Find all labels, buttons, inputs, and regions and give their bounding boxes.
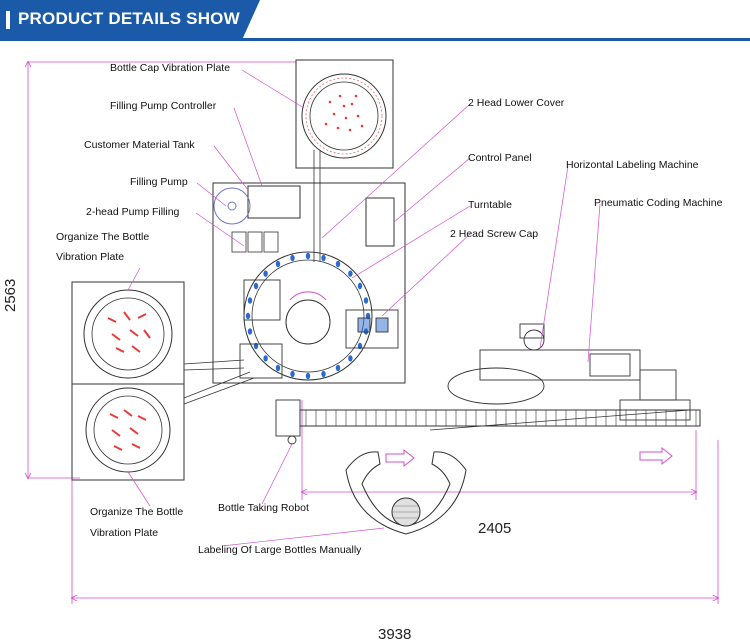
height-dimension-label: 2563 xyxy=(2,278,19,312)
label-organize-bottom-line1: Organize The Bottle xyxy=(90,506,184,518)
screw-cap-unit xyxy=(345,309,399,349)
machine-layout-diagram: 2563 2405 3938 Bottle Cap Vibration Plat… xyxy=(0,44,750,643)
label-labeling-machine: Horizontal Labeling Machine xyxy=(566,159,699,171)
turntable-pocket xyxy=(305,252,311,260)
top-bottle-plate xyxy=(83,289,173,379)
label-manual-labeling: Labeling Of Large Bottles Manually xyxy=(198,544,362,556)
turntable-pocket xyxy=(363,297,369,304)
label-organize-bottom-line2: Vibration Plate xyxy=(90,527,159,539)
label-organize-top-line1: Organize The Bottle xyxy=(56,231,150,243)
flow-arrows xyxy=(385,446,673,468)
header-underline xyxy=(0,38,750,41)
cap-plate-housing xyxy=(295,59,394,169)
turntable-pocket xyxy=(263,355,268,362)
label-material-tank: Customer Material Tank xyxy=(84,139,195,151)
header-bar-icon xyxy=(6,11,10,29)
cap-vibration-bowl xyxy=(301,73,387,159)
turntable-pocket xyxy=(357,282,363,290)
page-title: PRODUCT DETAILS SHOW xyxy=(18,9,240,28)
bottle-taking-robot xyxy=(275,399,301,437)
control-panel-box xyxy=(365,197,395,247)
turntable-pocket xyxy=(263,270,268,277)
machine-frame xyxy=(71,59,406,481)
label-lower-cover: 2 Head Lower Cover xyxy=(468,97,565,109)
coding-machine xyxy=(619,369,691,421)
line-width-dimension-label: 2405 xyxy=(478,520,512,537)
turntable-pocket xyxy=(247,328,253,335)
page-header: PRODUCT DETAILS SHOW xyxy=(0,0,750,44)
turntable-pocket xyxy=(275,260,281,268)
header-banner xyxy=(0,0,242,40)
label-control-panel: Control Panel xyxy=(468,152,532,164)
main-cabinet-outline xyxy=(212,182,406,384)
turntable-pocket xyxy=(335,260,341,268)
turntable-pocket xyxy=(290,370,295,378)
label-robot: Bottle Taking Robot xyxy=(218,502,309,514)
filling-heads xyxy=(239,279,283,379)
turntable xyxy=(243,251,373,381)
leader-lines xyxy=(127,69,601,547)
label-turntable: Turntable xyxy=(468,199,512,211)
turntable-pocket xyxy=(305,372,311,380)
total-width-dimension-label: 3938 xyxy=(378,626,412,643)
bottle-chutes xyxy=(183,359,255,405)
bottom-bottle-plate xyxy=(85,387,171,473)
label-cap-plate: Bottle Cap Vibration Plate xyxy=(110,62,231,74)
layout-drawing xyxy=(0,59,750,604)
turntable-pocket xyxy=(321,370,326,378)
turntable-pocket xyxy=(290,254,295,262)
material-tank xyxy=(213,187,251,225)
dimension-lines xyxy=(28,62,718,604)
pump-controller-box xyxy=(247,185,301,219)
label-organize-top-line2: Vibration Plate xyxy=(56,251,125,263)
label-pump-controller: Filling Pump Controller xyxy=(110,100,217,112)
header-banner-tip xyxy=(242,0,260,40)
filling-pumps xyxy=(231,231,279,253)
bottom-bottle-plate-housing xyxy=(71,383,185,481)
label-screw-cap: 2 Head Screw Cap xyxy=(450,228,539,240)
label-filling-pump: Filling Pump xyxy=(130,176,188,188)
turntable-pocket xyxy=(335,364,341,372)
turntable-pocket xyxy=(348,270,353,277)
turntable-pocket xyxy=(321,254,326,262)
labeling-machine xyxy=(447,323,641,405)
operator-figure xyxy=(345,451,467,535)
turntable-pocket xyxy=(247,297,253,304)
turntable-pocket xyxy=(348,355,353,362)
label-coding-machine: Pneumatic Coding Machine xyxy=(594,197,723,209)
label-pump-filling: 2-head Pump Filling xyxy=(86,206,180,218)
turntable-pocket xyxy=(253,282,259,290)
turntable-pocket xyxy=(275,364,281,372)
top-bottle-plate-housing xyxy=(71,281,185,385)
turntable-pocket xyxy=(245,312,251,320)
